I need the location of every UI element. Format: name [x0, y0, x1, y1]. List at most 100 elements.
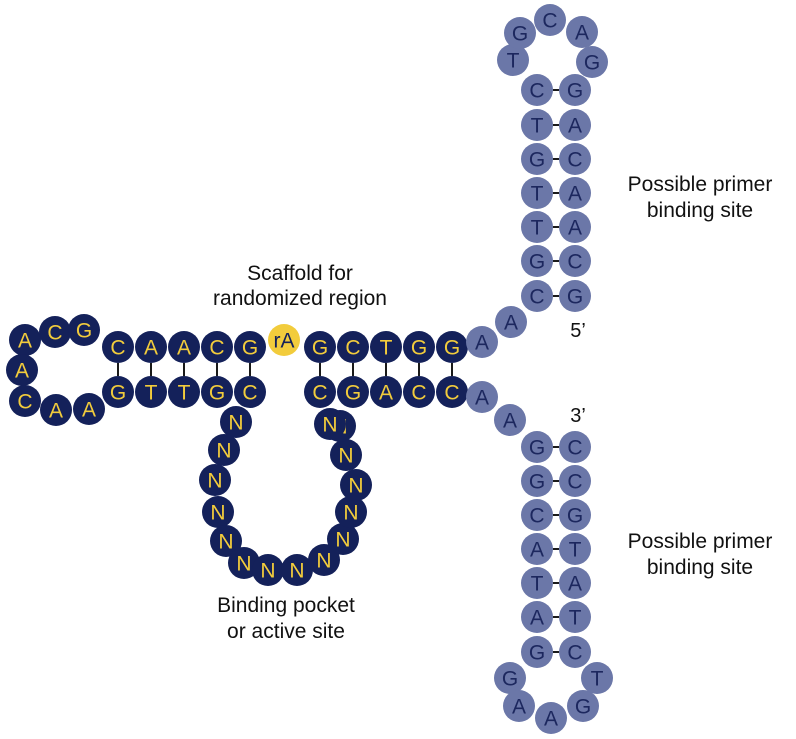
- randomized-nucleotide: N: [308, 544, 340, 576]
- svg-text:N: N: [236, 553, 251, 576]
- svg-text:G: G: [502, 668, 518, 691]
- scaffold-nucleotide: G: [201, 376, 233, 408]
- svg-text:G: G: [567, 80, 583, 103]
- svg-text:N: N: [343, 502, 358, 525]
- svg-text:G: G: [529, 437, 545, 460]
- svg-text:G: G: [529, 471, 545, 494]
- primer-loop-nucleotide: G: [494, 662, 526, 694]
- svg-text:G: G: [312, 337, 328, 360]
- scaffold-nucleotide: G: [234, 331, 266, 363]
- primer-loop-nucleotide: G: [576, 46, 608, 78]
- linker-nucleotide: A: [494, 404, 526, 436]
- svg-text:G: G: [567, 286, 583, 309]
- svg-text:G: G: [575, 696, 591, 719]
- binding-pocket-label-line2: or active site: [227, 620, 345, 643]
- primer-nucleotide: A: [521, 533, 553, 565]
- svg-text:N: N: [210, 502, 225, 525]
- scaffold-nucleotide: G: [304, 331, 336, 363]
- svg-text:N: N: [316, 550, 331, 573]
- svg-text:A: A: [49, 400, 63, 423]
- svg-text:A: A: [18, 330, 32, 353]
- primer-loop-nucleotide: C: [534, 4, 566, 36]
- primer-site-bottom-label-line1: Possible primer: [628, 530, 773, 553]
- randomized-nucleotide: N: [252, 554, 284, 586]
- primer-nucleotide: G: [521, 431, 553, 463]
- scaffold-nucleotide: T: [370, 331, 402, 363]
- svg-text:C: C: [529, 505, 544, 528]
- primer-nucleotide: G: [559, 499, 591, 531]
- primer-nucleotide: T: [521, 211, 553, 243]
- randomized-nucleotide: N: [281, 554, 313, 586]
- primer-nucleotide: C: [559, 465, 591, 497]
- svg-text:C: C: [567, 251, 582, 274]
- svg-text:A: A: [568, 183, 582, 206]
- svg-text:T: T: [531, 183, 544, 206]
- primer-nucleotide: G: [521, 143, 553, 175]
- svg-text:C: C: [542, 10, 557, 33]
- scaffold-nucleotide: T: [135, 376, 167, 408]
- randomized-nucleotide: N: [228, 547, 260, 579]
- primer-nucleotide: A: [559, 211, 591, 243]
- svg-text:C: C: [567, 149, 582, 172]
- svg-text:G: G: [110, 382, 126, 405]
- svg-text:T: T: [591, 668, 604, 691]
- svg-text:C: C: [209, 337, 224, 360]
- svg-text:A: A: [530, 539, 544, 562]
- svg-text:C: C: [567, 471, 582, 494]
- scaffold-label-line2: randomized region: [213, 287, 387, 310]
- svg-text:G: G: [345, 382, 361, 405]
- randomized-nucleotide: N: [220, 406, 252, 438]
- svg-text:N: N: [228, 412, 243, 435]
- scaffold-nucleotide: G: [102, 376, 134, 408]
- primer-nucleotide: C: [559, 245, 591, 277]
- primer-nucleotide: A: [559, 567, 591, 599]
- primer-nucleotide: T: [521, 109, 553, 141]
- svg-text:N: N: [207, 470, 222, 493]
- linker-nucleotide: A: [495, 306, 527, 338]
- svg-text:C: C: [110, 337, 125, 360]
- svg-text:A: A: [379, 382, 393, 405]
- svg-text:T: T: [531, 573, 544, 596]
- svg-text:C: C: [529, 286, 544, 309]
- primer-loop-nucleotide: G: [504, 17, 536, 49]
- svg-text:C: C: [47, 322, 62, 345]
- primer-loop-nucleotide: A: [566, 16, 598, 48]
- scaffold-nucleotide: C: [102, 331, 134, 363]
- svg-text:A: A: [144, 337, 158, 360]
- primer-nucleotide: G: [559, 280, 591, 312]
- binding-pocket-label-line1: Binding pocket: [217, 594, 355, 617]
- svg-text:A: A: [503, 410, 517, 433]
- svg-text:N: N: [348, 475, 363, 498]
- svg-text:C: C: [567, 642, 582, 665]
- svg-text:G: G: [411, 337, 427, 360]
- primer-nucleotide: C: [521, 74, 553, 106]
- svg-text:C: C: [444, 382, 459, 405]
- svg-text:G: G: [584, 52, 600, 75]
- svg-text:A: A: [475, 387, 489, 410]
- primer-loop-nucleotide: A: [503, 690, 535, 722]
- randomized-nucleotide: N: [210, 525, 242, 557]
- svg-text:C: C: [529, 80, 544, 103]
- svg-text:A: A: [177, 337, 191, 360]
- svg-text:A: A: [475, 332, 489, 355]
- scaffold-nucleotide: T: [168, 376, 200, 408]
- svg-text:A: A: [82, 399, 96, 422]
- primer-nucleotide: G: [521, 636, 553, 668]
- svg-text:A: A: [544, 708, 558, 731]
- svg-text:G: G: [512, 23, 528, 46]
- svg-text:N: N: [322, 414, 337, 437]
- primer-nucleotide: A: [521, 601, 553, 633]
- svg-text:G: G: [76, 320, 92, 343]
- svg-text:G: G: [529, 642, 545, 665]
- three-prime-end-label: 3’: [570, 405, 586, 427]
- primer-nucleotide: C: [521, 280, 553, 312]
- svg-text:G: G: [567, 505, 583, 528]
- svg-text:C: C: [242, 382, 257, 405]
- primer-site-bottom-label-line2: binding site: [647, 556, 753, 579]
- randomized-nucleotide: N: [199, 464, 231, 496]
- svg-text:A: A: [530, 607, 544, 630]
- scaffold-nucleotide: A: [135, 331, 167, 363]
- scaffold-nucleotide: C: [304, 376, 336, 408]
- svg-text:G: G: [242, 337, 258, 360]
- loop-nucleotide: A: [6, 354, 38, 386]
